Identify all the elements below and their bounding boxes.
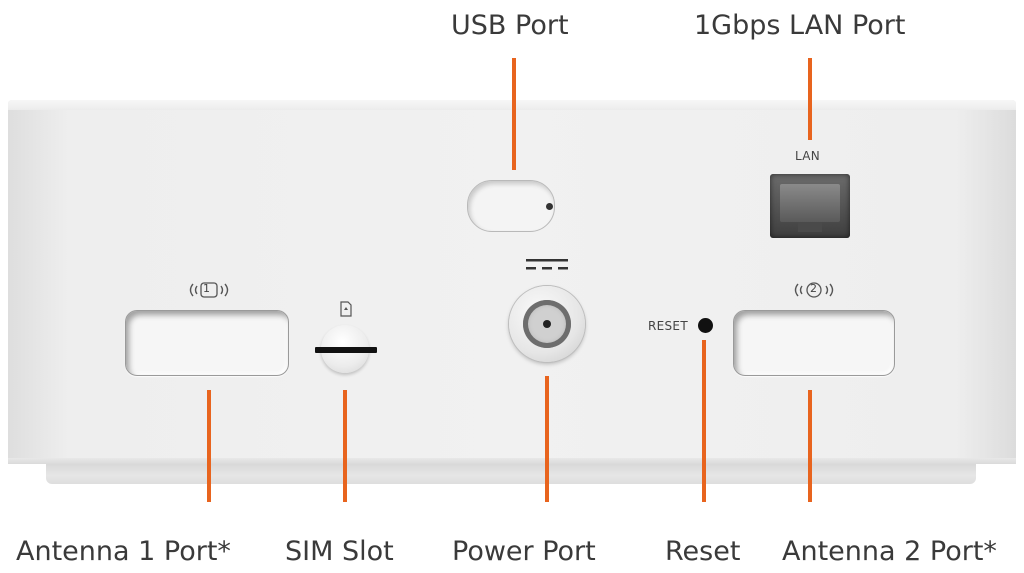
leader-sim bbox=[343, 390, 347, 502]
callout-power-port: Power Port bbox=[452, 536, 596, 567]
reset-button[interactable] bbox=[698, 318, 713, 333]
reset-text: RESET bbox=[648, 319, 688, 333]
callout-antenna-2: Antenna 2 Port* bbox=[782, 536, 997, 567]
antenna-1-signal-icon bbox=[189, 282, 229, 298]
callout-reset: Reset bbox=[665, 536, 741, 567]
antenna-1-port[interactable] bbox=[125, 310, 289, 376]
device-bottom-edge bbox=[8, 458, 1016, 464]
power-port-pin bbox=[543, 320, 551, 328]
sim-slot[interactable] bbox=[315, 347, 377, 353]
device-foot bbox=[46, 462, 976, 484]
callout-lan-port: 1Gbps LAN Port bbox=[694, 10, 906, 41]
lan-port-text: LAN bbox=[795, 149, 821, 163]
usb-indicator-dot bbox=[546, 203, 553, 210]
antenna-2-number: 2 bbox=[810, 282, 818, 295]
antenna-1-number: 1 bbox=[203, 282, 211, 295]
leader-usb bbox=[512, 58, 516, 170]
lan-port-contacts bbox=[780, 184, 840, 222]
dc-power-symbol-icon bbox=[526, 259, 568, 270]
leader-power bbox=[545, 376, 549, 502]
antenna-2-port[interactable] bbox=[733, 310, 895, 376]
callout-antenna-1: Antenna 1 Port* bbox=[16, 536, 231, 567]
callout-sim-slot: SIM Slot bbox=[285, 536, 394, 567]
lan-port-tab bbox=[798, 222, 822, 232]
leader-lan bbox=[808, 58, 812, 140]
leader-antenna-2 bbox=[808, 390, 812, 502]
leader-reset bbox=[702, 340, 706, 502]
leader-antenna-1 bbox=[207, 390, 211, 502]
antenna-2-signal-icon bbox=[794, 282, 834, 298]
callout-usb-port: USB Port bbox=[451, 10, 569, 41]
sim-card-icon bbox=[340, 301, 352, 317]
usb-port[interactable] bbox=[467, 180, 555, 232]
